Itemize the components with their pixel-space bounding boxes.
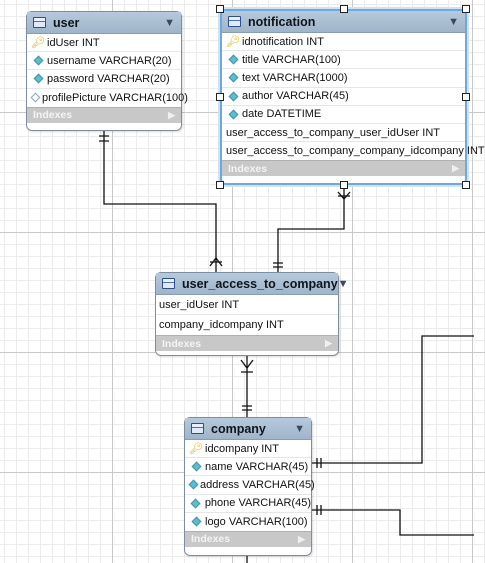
expand-arrow-icon[interactable]: ▶ [325,338,332,348]
relationship-user-access [103,130,217,273]
table-title: user [53,15,80,30]
primary-key-icon: 🔑︎ [31,37,45,50]
many-mark-access-bottom [240,359,254,373]
column-row[interactable]: password VARCHAR(20) [27,70,181,89]
column-row[interactable]: company_idcompany INT [159,319,284,331]
one-mark-access-right [273,262,283,268]
user-column-list: 🔑︎idUser INT username VARCHAR(20) passwo… [27,34,188,107]
table-title: notification [248,14,316,29]
user-access-to-company-table[interactable]: user_access_to_company ▼ user_idUser INT… [155,272,349,356]
collapse-icon[interactable]: ▼ [337,277,349,290]
resize-handle-bottom[interactable] [340,181,348,189]
resize-handle-top[interactable] [340,5,348,13]
resize-handle-top-left[interactable] [216,5,224,13]
table-icon [33,17,46,28]
table-icon [191,423,204,434]
column-icon [32,74,44,84]
resize-handle-left[interactable] [216,93,224,101]
many-mark-access-left [209,256,223,267]
column-row[interactable]: text VARCHAR(1000) [222,69,465,88]
column-row[interactable]: logo VARCHAR(100) [185,513,311,531]
column-icon [227,91,239,102]
many-mark-notification [337,191,351,200]
primary-key-icon: 🔑︎ [189,443,203,456]
nullable-column-icon [30,92,41,103]
company-column-list: 🔑︎idcompany INT name VARCHAR(45) address… [185,440,315,531]
column-icon [32,55,44,66]
user-access-column-list: user_idUser INT company_idcompany INT [156,295,338,335]
expand-arrow-icon[interactable]: ▶ [452,163,459,174]
column-icon [227,73,239,83]
column-row[interactable]: user_access_to_company_user_idUser INT [222,124,465,143]
table-title: company [211,421,266,436]
collapse-icon[interactable]: ▼ [448,15,459,28]
resize-handle-right[interactable] [462,93,470,101]
indexes-footer[interactable]: Indexes▶ [222,160,465,177]
relationship-company-right-top [312,335,474,464]
column-icon [190,498,202,509]
indexes-footer[interactable]: Indexes▶ [185,530,311,547]
column-icon [227,109,239,120]
table-title: user_access_to_company [182,276,338,291]
column-row[interactable]: 🔑︎idUser INT [27,34,181,53]
company-table[interactable]: company ▼ 🔑︎idcompany INT name VARCHAR(4… [184,417,315,556]
column-row[interactable]: user_access_to_company_company_idcompany… [226,145,485,158]
company-table-header[interactable]: company ▼ [185,418,311,440]
expand-arrow-icon[interactable]: ▶ [168,109,175,120]
column-icon [190,461,202,472]
user-table-header[interactable]: user ▼ [27,12,181,34]
indexes-footer[interactable]: Indexes▶ [27,106,181,123]
one-mark-company-right-top [316,458,322,468]
column-row[interactable]: date DATETIME [222,106,465,124]
column-row[interactable]: title VARCHAR(100) [222,51,465,70]
one-mark-user [99,135,109,142]
relationship-notification-access [277,187,345,273]
column-icon [190,516,202,527]
column-row[interactable]: name VARCHAR(45) [185,458,311,477]
resize-handle-bottom-left[interactable] [216,181,224,189]
column-row[interactable]: username VARCHAR(20) [27,52,181,71]
one-mark-company-right-bottom [316,505,322,515]
column-row[interactable]: address VARCHAR(45) [185,476,315,495]
collapse-icon[interactable]: ▼ [164,16,175,29]
resize-handle-top-right[interactable] [462,5,470,13]
column-row[interactable]: 🔑︎idnotification INT [222,33,465,52]
primary-key-icon: 🔑︎ [226,36,240,49]
table-icon [228,16,241,27]
notification-column-list: 🔑︎idnotification INT title VARCHAR(100) … [222,33,485,160]
collapse-icon[interactable]: ▼ [294,422,305,435]
column-row[interactable]: profilePicture VARCHAR(100) [27,89,188,107]
column-icon [227,54,239,65]
user-table[interactable]: user ▼ 🔑︎idUser INT username VARCHAR(20)… [26,11,188,131]
relationship-company-right-bottom [312,509,474,536]
column-row[interactable]: user_idUser INT [156,295,338,315]
one-mark-company [242,405,252,411]
column-row[interactable]: 🔑︎idcompany INT [185,440,311,459]
notification-table-header[interactable]: notification ▼ [222,11,465,33]
column-row[interactable]: phone VARCHAR(45) [185,495,311,513]
column-row[interactable]: author VARCHAR(45) [222,88,465,106]
indexes-footer[interactable]: Indexes▶ [156,335,338,351]
expand-arrow-icon[interactable]: ▶ [298,533,305,544]
table-icon [162,278,175,289]
notification-table[interactable]: notification ▼ 🔑︎idnotification INT titl… [220,9,485,185]
column-icon [188,480,199,490]
resize-handle-bottom-right[interactable] [462,181,470,189]
user-access-to-company-table-header[interactable]: user_access_to_company ▼ [156,273,349,295]
